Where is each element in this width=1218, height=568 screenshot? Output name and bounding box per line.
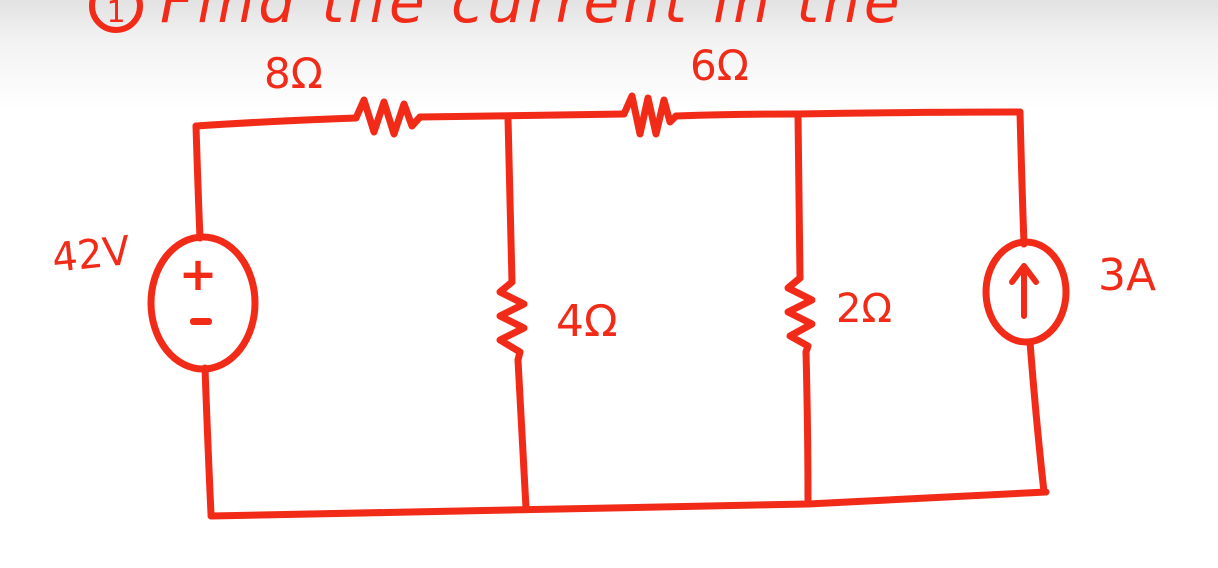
- wire-mid-upper: [504, 114, 516, 286]
- wire-top-mid-b: [672, 110, 802, 120]
- wire-top-right: [794, 108, 1024, 118]
- resistor-4ohm-label: 4Ω: [556, 296, 618, 347]
- wire-left-upper: [192, 122, 204, 242]
- resistor-8ohm-label: 8Ω: [264, 49, 323, 98]
- arrow-up-icon: [1009, 263, 1039, 319]
- wire-right-mid-upper: [794, 110, 804, 282]
- resistor-2ohm: 2Ω: [784, 274, 892, 356]
- resistor-2ohm-zigzag: [784, 274, 816, 356]
- wire-top-left: [192, 114, 360, 130]
- wires: [192, 108, 1050, 520]
- resistor-6ohm: 6Ω: [620, 41, 749, 138]
- current-source-label: 3A: [1098, 250, 1156, 301]
- wire-top-mid-a: [416, 110, 628, 121]
- heading-text: Find the current in the: [160, 0, 904, 36]
- resistor-4ohm: 4Ω: [496, 278, 618, 364]
- resistor-8ohm-zigzag: [352, 96, 424, 138]
- resistor-8ohm: 8Ω: [264, 49, 424, 138]
- voltage-source-label: 42V: [50, 228, 133, 282]
- heading-number: 1: [106, 0, 125, 30]
- current-source-circle: [982, 238, 1070, 346]
- voltage-source-circle: [147, 233, 259, 373]
- voltage-source: + 42V: [50, 228, 259, 373]
- voltage-source-minus: [190, 318, 212, 325]
- resistor-4ohm-zigzag: [496, 278, 528, 364]
- wire-left-lower: [201, 364, 215, 518]
- heading: 1 Find the current in the: [89, 0, 904, 36]
- wire-mid-lower: [514, 356, 530, 512]
- wire-bottom: [207, 488, 1050, 520]
- heading-number-circle: [89, 0, 143, 33]
- resistor-6ohm-label: 6Ω: [690, 41, 749, 90]
- voltage-source-plus: +: [179, 247, 218, 301]
- wire-right-mid-lower: [802, 348, 812, 508]
- resistor-2ohm-label: 2Ω: [836, 286, 892, 332]
- wire-right-lower: [1026, 338, 1048, 496]
- wire-right-upper: [1016, 108, 1028, 248]
- resistor-6ohm-zigzag: [620, 92, 680, 138]
- current-source: 3A: [982, 238, 1156, 346]
